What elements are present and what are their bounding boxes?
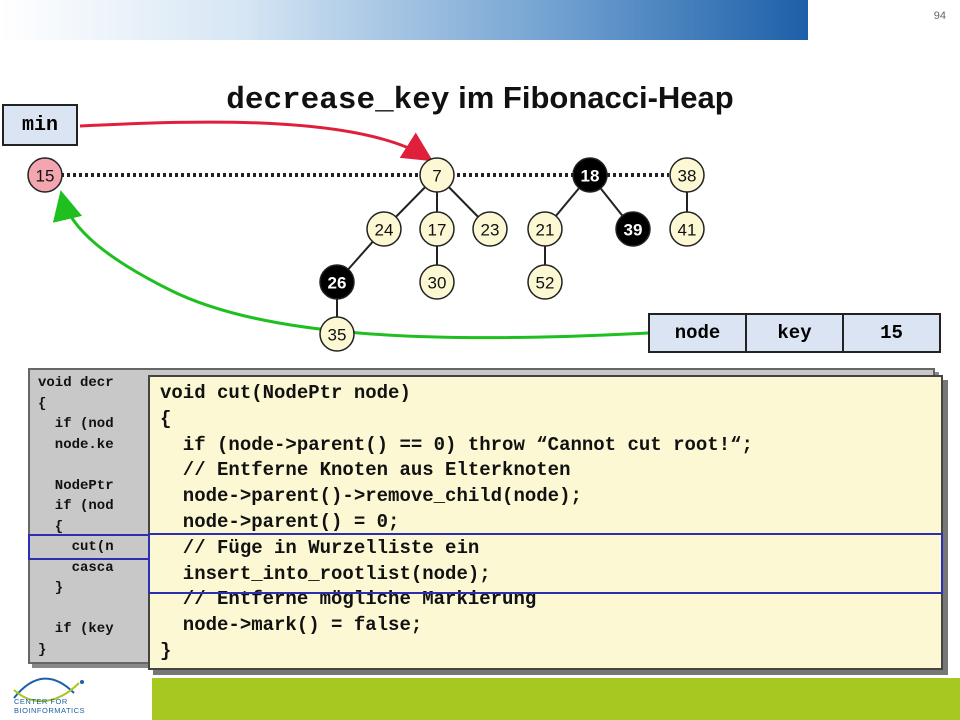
node-39: 39 bbox=[615, 211, 651, 247]
node-18: 18 bbox=[572, 157, 608, 193]
svg-text:38: 38 bbox=[678, 167, 697, 186]
svg-text:24: 24 bbox=[375, 221, 394, 240]
logo-text: CENTER FOR BIOINFORMATICS bbox=[14, 697, 86, 715]
node-38: 38 bbox=[669, 157, 705, 193]
svg-text:18: 18 bbox=[581, 167, 600, 186]
footer-bar bbox=[152, 678, 960, 720]
svg-text:52: 52 bbox=[536, 274, 555, 293]
header-gradient-bar bbox=[0, 0, 808, 40]
min-arrow bbox=[79, 120, 434, 162]
bioinformatics-logo bbox=[13, 677, 84, 703]
svg-text:35: 35 bbox=[328, 326, 347, 345]
variable-table: node key 15 bbox=[648, 313, 941, 353]
node-arrow bbox=[52, 190, 649, 340]
node-23: 23 bbox=[472, 211, 508, 247]
svg-text:39: 39 bbox=[624, 221, 643, 240]
node-17: 17 bbox=[419, 211, 455, 247]
svg-text:41: 41 bbox=[678, 221, 697, 240]
node-41: 41 bbox=[669, 211, 705, 247]
svg-text:23: 23 bbox=[481, 221, 500, 240]
table-cell-node: node bbox=[650, 315, 747, 351]
title-code: decrease_key bbox=[226, 83, 450, 118]
node-30: 30 bbox=[419, 264, 455, 300]
svg-text:30: 30 bbox=[428, 274, 447, 293]
node-24: 24 bbox=[366, 211, 402, 247]
node-7: 7 bbox=[419, 157, 455, 193]
min-pointer-box: min bbox=[2, 104, 78, 146]
svg-text:26: 26 bbox=[328, 274, 347, 293]
node-21: 21 bbox=[527, 211, 563, 247]
svg-text:21: 21 bbox=[536, 221, 555, 240]
table-cell-key: key bbox=[747, 315, 844, 351]
title-text: im Fibonacci-Heap bbox=[449, 80, 734, 115]
highlight-rootlist-lines bbox=[148, 533, 943, 594]
svg-text:17: 17 bbox=[428, 221, 447, 240]
tree-edges bbox=[336, 174, 688, 334]
svg-text:7: 7 bbox=[432, 167, 441, 186]
svg-text:15: 15 bbox=[36, 167, 55, 186]
node-26: 26 bbox=[319, 264, 355, 300]
slide-title: decrease_key im Fibonacci-Heap bbox=[0, 80, 960, 118]
node-35: 35 bbox=[319, 316, 355, 352]
table-cell-value: 15 bbox=[880, 322, 903, 344]
cut-function-code: void cut(NodePtr node) { if (node->paren… bbox=[148, 375, 943, 670]
node-15: 15 bbox=[27, 157, 63, 193]
node-52: 52 bbox=[527, 264, 563, 300]
page-number: 94 bbox=[933, 10, 946, 22]
